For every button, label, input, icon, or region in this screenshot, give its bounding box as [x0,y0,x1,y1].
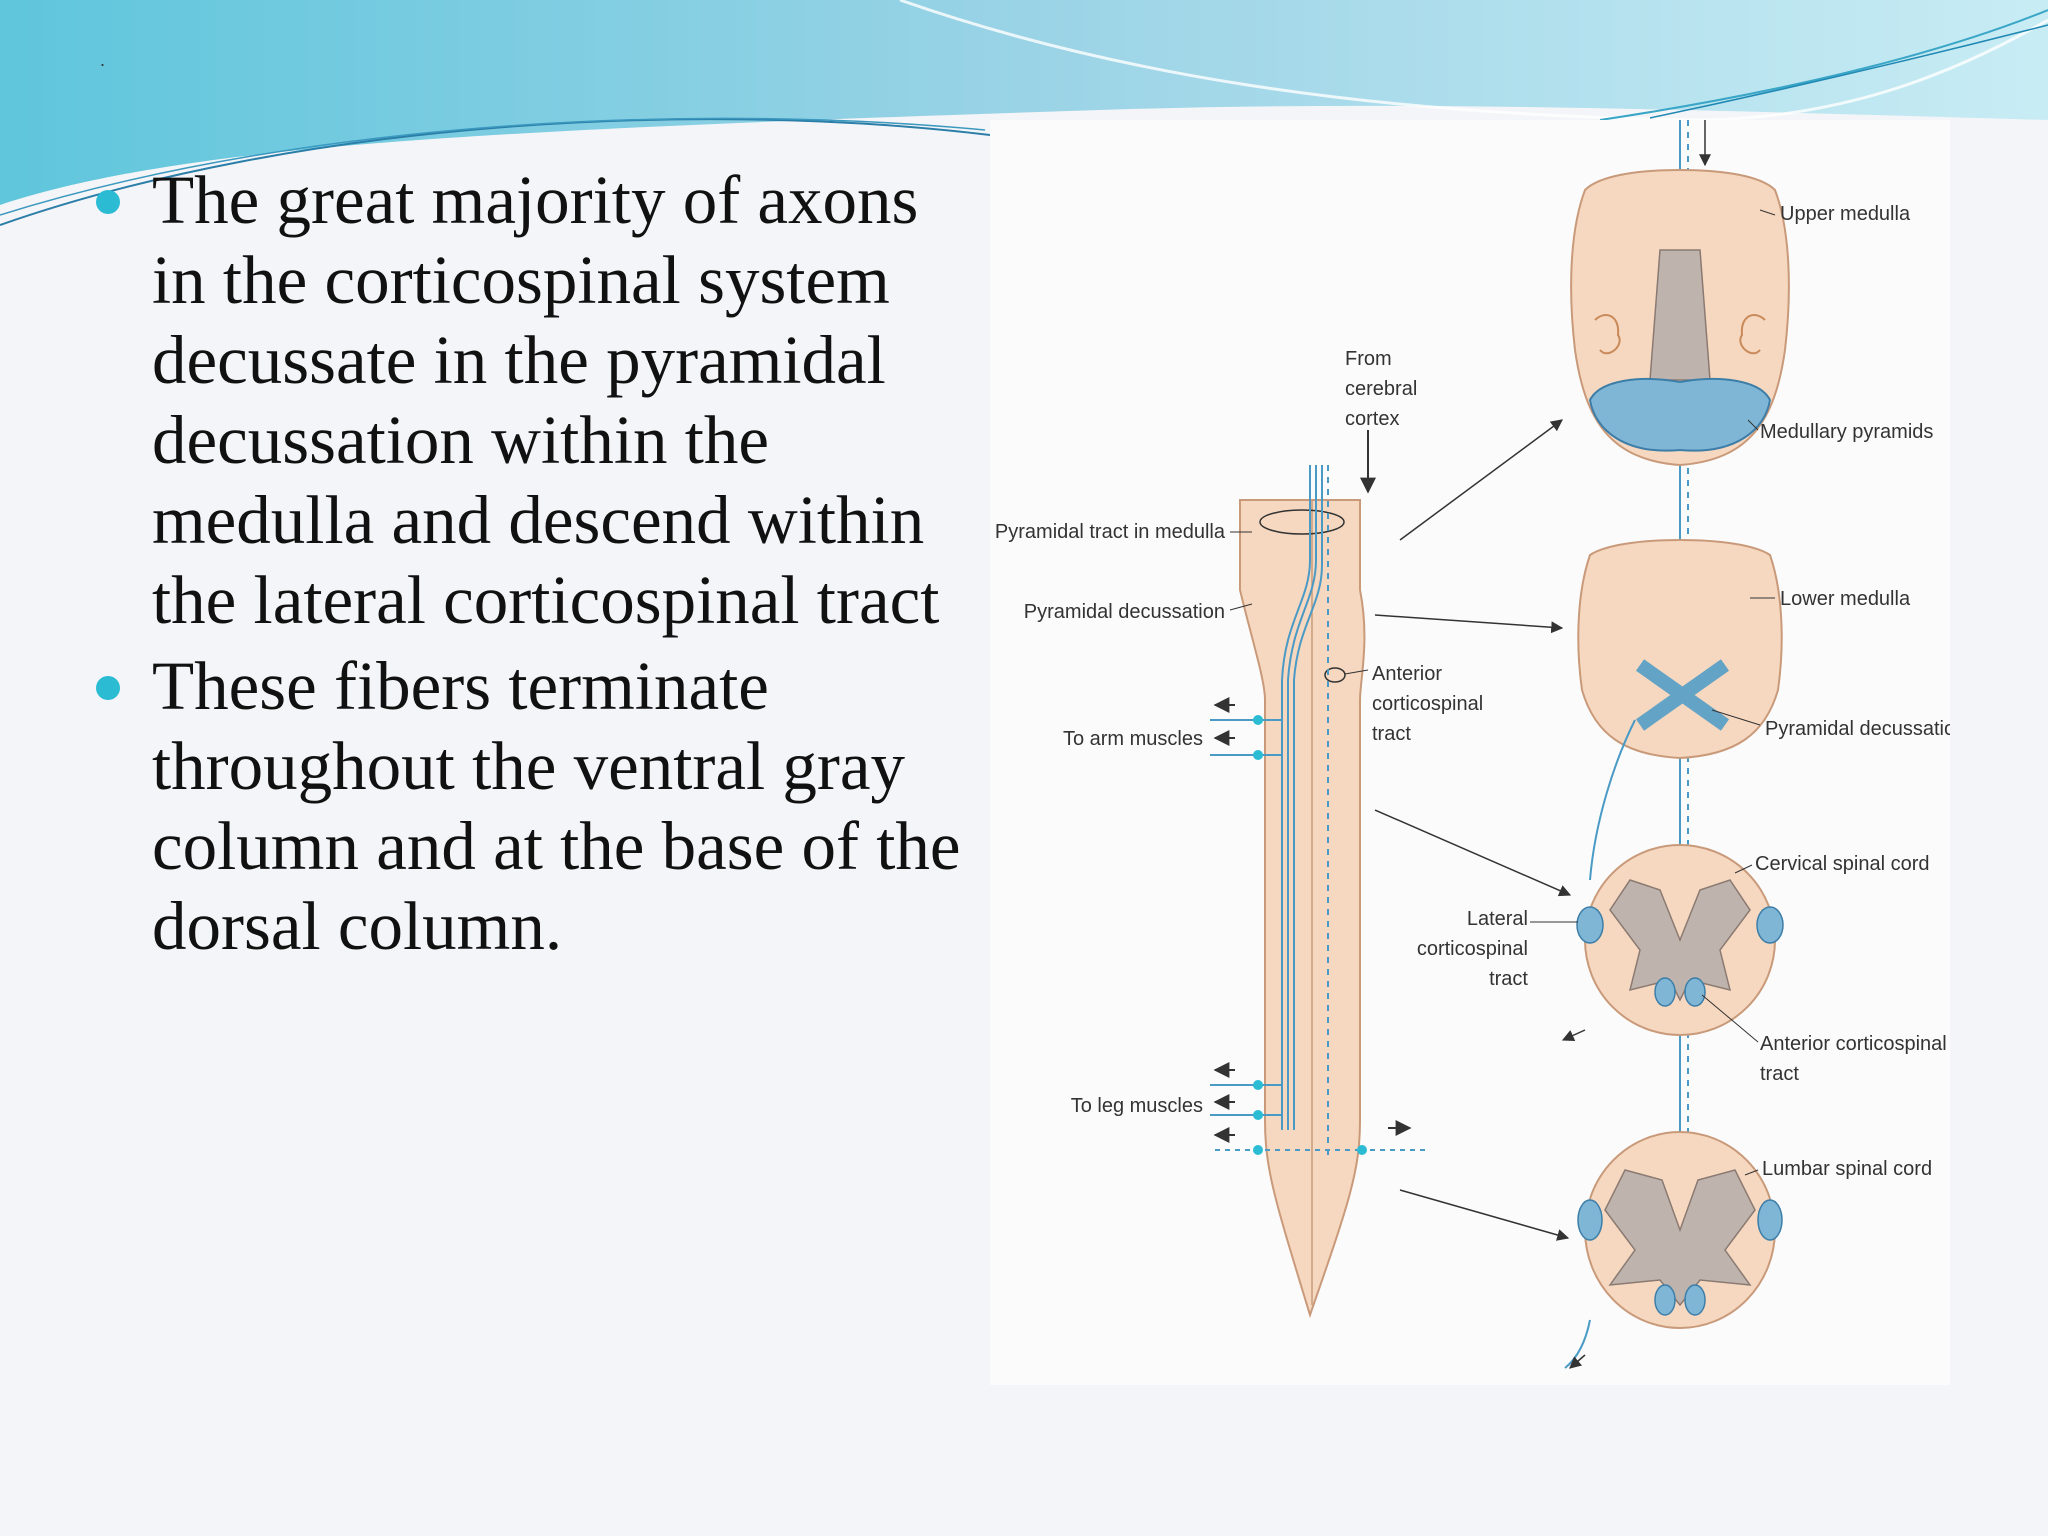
header-dot: . [100,50,106,70]
connector-arrow [1374,809,1572,897]
connector-arrow [1399,1189,1570,1241]
label-lumbar: Lumbar spinal cord [1762,1158,1932,1180]
label-to-leg: To leg muscles [1071,1095,1203,1117]
anterior-tract-dot [1654,1284,1676,1316]
lateral-tract-fiber [1287,465,1317,1130]
label-cervical: Cervical spinal cord [1755,853,1930,875]
label-anterior-cs-1: Anterior [1372,663,1442,685]
lower-medulla-section [1577,538,1783,760]
label-from-cortex-2: cerebral [1345,378,1417,400]
label-lateral-cs-3: tract [1489,968,1528,990]
bullet-text-1: The great majority of axons in the corti… [152,162,940,638]
diagram-svg: From cerebral cortex Pyramidal tract in … [995,120,1950,1369]
lumbar-gray-matter [1604,1169,1756,1307]
header-wave [0,0,2048,226]
label-from-cortex-3: cortex [1345,408,1399,430]
lateral-tract-dot [1756,906,1784,944]
label-pyramidal-tract-medulla: Pyramidal tract in medulla [995,521,1226,543]
bullet-icon [96,190,120,214]
lateral-tract-fiber [1293,465,1323,1130]
text-area: The great majority of axons in the corti… [90,160,970,972]
label-medullary-pyramids: Medullary pyramids [1760,421,1933,443]
spinal-cord-longitudinal [1239,499,1366,1319]
connector-arrow [1399,419,1563,541]
medulla-ring [1259,509,1345,535]
lateral-tract-dot [1577,1199,1603,1241]
anterior-tract-dot [1654,977,1676,1007]
label-lateral-cs-2: corticospinal [1417,938,1528,960]
anterior-tract-dot [1684,977,1706,1007]
lateral-tract-dot [1576,906,1604,944]
label-pyramidal-decussation-right: Pyramidal decussation [1765,718,1950,740]
label-lower-medulla: Lower medulla [1780,588,1911,610]
anterior-tract-ring [1324,667,1346,683]
anterior-tract-dot [1684,1284,1706,1316]
label-from-cortex-1: From [1345,348,1392,370]
label-upper-medulla: Upper medulla [1780,203,1911,225]
connector-arrow [1374,614,1564,634]
corticospinal-diagram: From cerebral cortex Pyramidal tract in … [990,120,1950,1385]
cervical-gray-matter [1609,879,1751,1002]
label-anterior-cs-3: tract [1372,723,1411,745]
label-lateral-cs-1: Lateral [1467,908,1528,930]
decussation-x [1635,659,1730,731]
label-anterior-cs-right-2: tract [1760,1063,1799,1085]
lateral-tract-fiber [1281,465,1311,1130]
bullet-item-1: The great majority of axons in the corti… [90,160,970,640]
medullary-pyramids-shape [1588,378,1772,452]
label-anterior-cs-2: corticospinal [1372,693,1483,715]
label-pyramidal-decussation-left: Pyramidal decussation [1024,601,1225,623]
bullet-text-2: These fibers terminate throughout the ve… [152,648,961,964]
label-anterior-cs-right-1: Anterior corticospinal [1760,1033,1947,1055]
bullet-icon [96,676,120,700]
bullet-item-2: These fibers terminate throughout the ve… [90,646,970,966]
label-to-arm: To arm muscles [1063,728,1203,750]
lateral-tract-dot [1757,1199,1783,1241]
bullet-list: The great majority of axons in the corti… [90,160,970,966]
